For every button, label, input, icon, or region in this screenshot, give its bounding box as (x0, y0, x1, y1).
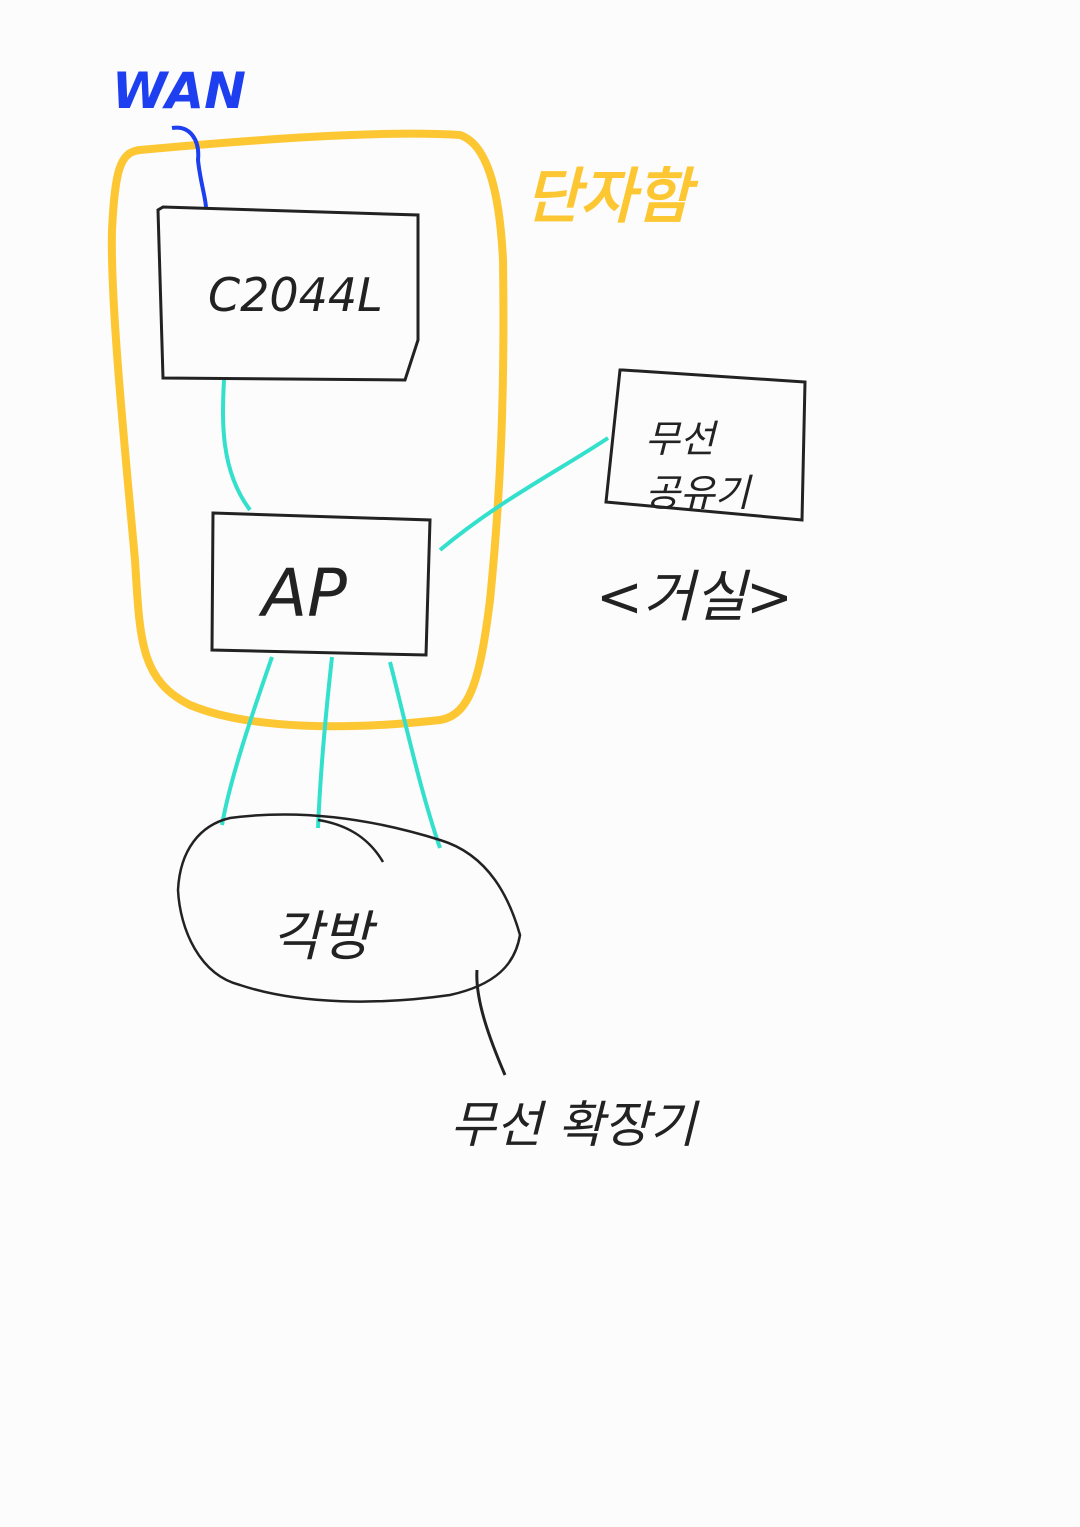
ap-to-room-line-1 (220, 656, 274, 826)
modem-to-ap-line (221, 379, 252, 512)
ap-box (210, 511, 432, 657)
rooms-cloud (176, 813, 522, 1003)
router-box (604, 368, 807, 522)
wan-line (171, 125, 208, 208)
ap-to-room-line-2 (316, 656, 334, 829)
ap-label: AP (262, 555, 347, 632)
living-room-label: <거실> (596, 565, 793, 630)
router-label-line1: 무선 (645, 417, 715, 461)
extender-label: 무선 확장기 (450, 1096, 696, 1154)
extender-pointer-line (475, 969, 507, 1076)
modem-box (156, 205, 420, 382)
router-label-line2: 공유기 (645, 471, 750, 515)
modem-label: C2044L (208, 268, 383, 322)
rooms-label: 각방 (272, 905, 372, 968)
ap-to-room-line-3 (388, 661, 442, 849)
terminal-box-label: 단자함 (525, 162, 691, 232)
ap-to-router-line (438, 436, 610, 552)
terminal-box-outline (107, 129, 508, 731)
wan-label: WAN (112, 62, 246, 120)
